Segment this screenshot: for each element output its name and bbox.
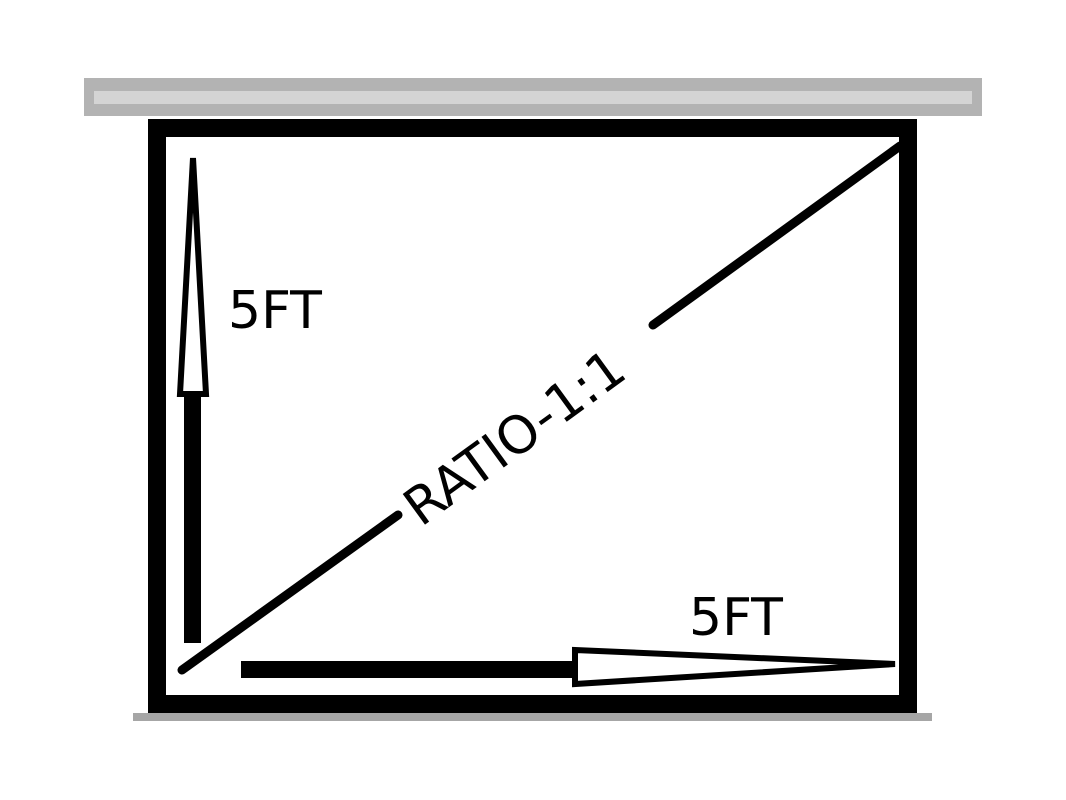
housing-inner-strip: [94, 91, 972, 104]
height-label: 5FT: [228, 281, 322, 341]
diagonal-line: [177, 141, 905, 675]
screen-frame: [148, 119, 917, 713]
diagonal-line-upper: [648, 141, 905, 330]
screen-housing: [84, 78, 982, 116]
width-arrow-shaft: [241, 661, 578, 678]
height-arrow-head: [176, 157, 210, 397]
height-arrow-shaft: [184, 390, 201, 643]
width-label: 5FT: [689, 588, 783, 648]
width-arrow-head: [572, 646, 896, 688]
height-arrow: [176, 157, 210, 643]
screen-bottom-bar: [133, 713, 932, 721]
diagonal-line-lower: [177, 510, 403, 675]
width-arrow: [241, 646, 896, 688]
